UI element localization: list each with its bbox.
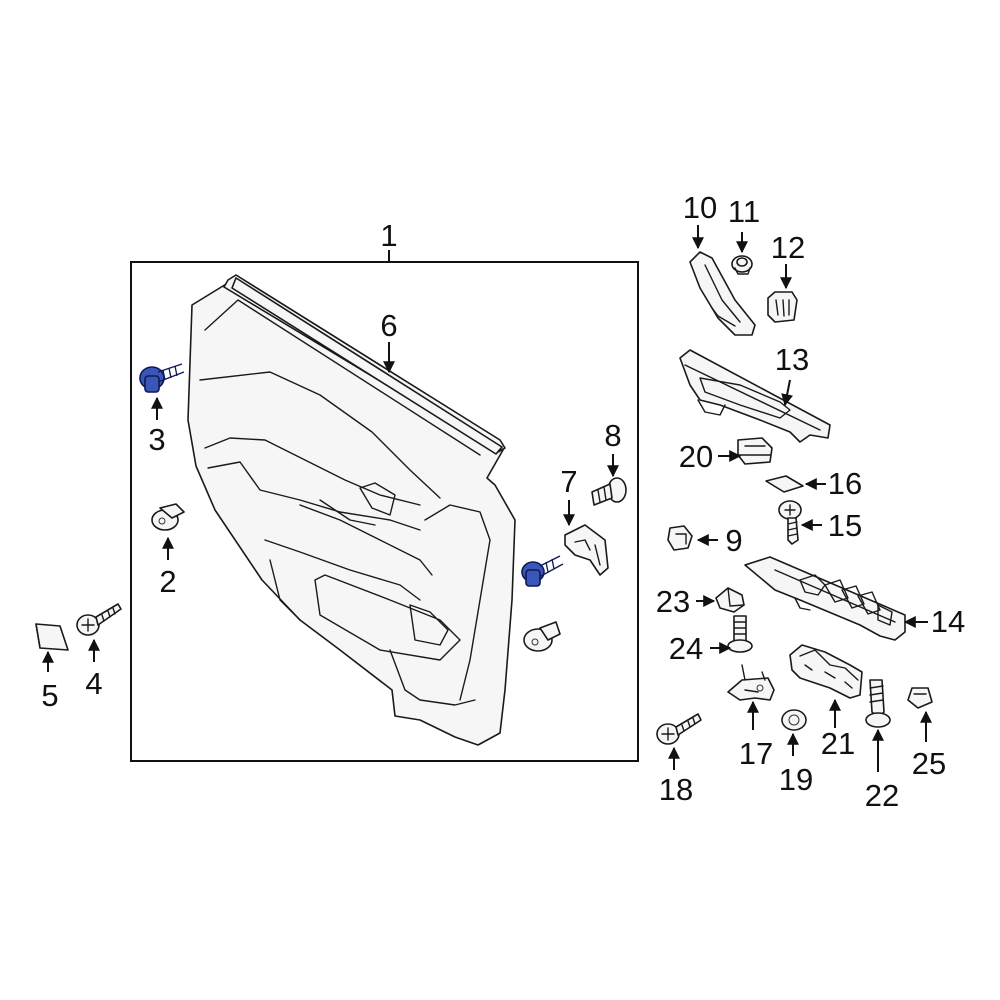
door-panel-assembly-frame <box>130 261 639 762</box>
bolt-3-highlighted[interactable] <box>139 363 185 393</box>
pin-8[interactable] <box>591 477 627 506</box>
callout-14: 14 <box>931 604 965 639</box>
callout-6: 6 <box>380 308 397 343</box>
callout-2: 2 <box>159 564 176 599</box>
screw-18[interactable] <box>656 713 702 745</box>
callout-15: 15 <box>828 508 862 543</box>
callout-23: 23 <box>656 584 690 619</box>
screw-22[interactable] <box>865 679 891 728</box>
weatherstrip[interactable] <box>223 274 506 455</box>
callout-13-leader <box>781 379 794 407</box>
nut-19[interactable] <box>781 709 807 731</box>
callout-5: 5 <box>41 678 58 713</box>
callout-9: 9 <box>725 523 742 558</box>
bracket-21[interactable] <box>789 644 863 699</box>
grommet-12[interactable] <box>767 291 798 323</box>
callout-10: 10 <box>683 190 717 225</box>
pin-24[interactable] <box>727 615 753 653</box>
callout-13: 13 <box>775 342 809 377</box>
bracket-7[interactable] <box>564 524 609 576</box>
switch-bezel-13[interactable] <box>679 349 831 443</box>
clip-25[interactable] <box>907 687 933 709</box>
switch-panel-14[interactable] <box>744 556 906 641</box>
callout-25: 25 <box>912 746 946 781</box>
callout-16: 16 <box>828 466 862 501</box>
callout-18: 18 <box>659 772 693 807</box>
callout-4: 4 <box>85 666 102 701</box>
callout-20: 20 <box>679 439 713 474</box>
callout-12: 12 <box>771 230 805 265</box>
screw-15[interactable] <box>778 500 802 545</box>
screw-4[interactable] <box>76 603 122 636</box>
callout-22: 22 <box>865 778 899 813</box>
mirror-trim-10[interactable] <box>689 251 756 336</box>
pad-5[interactable] <box>35 623 69 651</box>
callout-3: 3 <box>148 422 165 457</box>
nut-9[interactable] <box>667 525 693 551</box>
callout-1: 1 <box>380 218 397 253</box>
clip-23[interactable] <box>715 587 745 613</box>
connector-20[interactable] <box>737 437 773 465</box>
foam-pad-16[interactable] <box>765 475 804 493</box>
callout-7: 7 <box>560 464 577 499</box>
callout-17: 17 <box>739 736 773 771</box>
callout-21: 21 <box>821 726 855 761</box>
bracket-17[interactable] <box>727 664 775 701</box>
bolt-3-highlighted-2[interactable] <box>521 555 564 587</box>
clip-2-b[interactable] <box>523 621 561 652</box>
callout-24: 24 <box>669 631 703 666</box>
clip-2[interactable] <box>151 503 185 531</box>
door-trim-panel[interactable] <box>187 277 516 746</box>
callout-19: 19 <box>779 762 813 797</box>
callout-11: 11 <box>728 194 760 229</box>
callout-8: 8 <box>604 418 621 453</box>
clip-11[interactable] <box>731 255 753 275</box>
